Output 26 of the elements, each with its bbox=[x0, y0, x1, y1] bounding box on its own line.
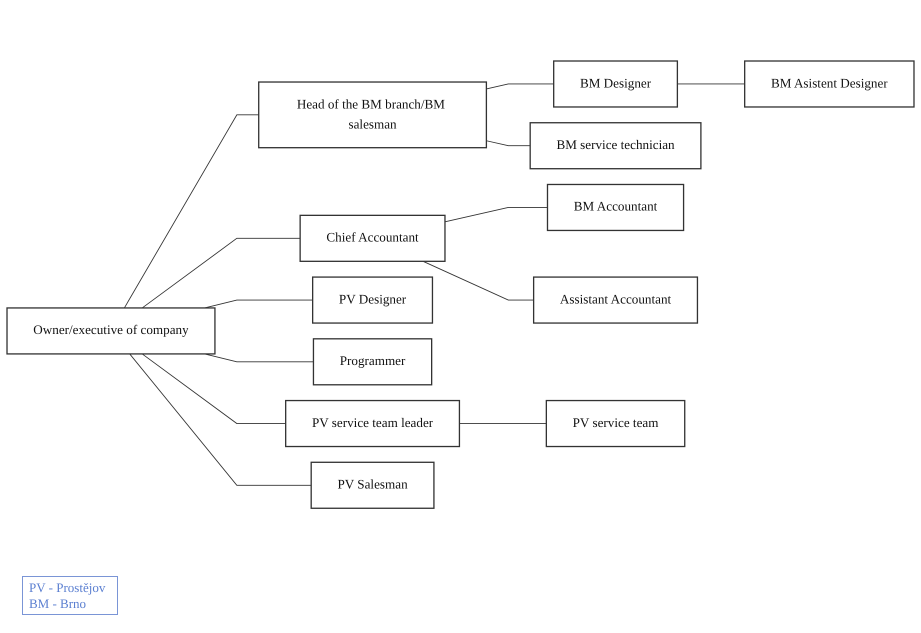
node-box: Assistant Accountant bbox=[532, 276, 698, 324]
node-box: PV service team leader bbox=[285, 400, 460, 448]
connector bbox=[204, 300, 314, 309]
abbreviation-note: PV - Prostějov bbox=[29, 580, 106, 596]
node-box: PV service team bbox=[546, 400, 686, 448]
node-box: Head of the BM branch/BM salesman bbox=[258, 82, 488, 149]
connector bbox=[124, 114, 260, 309]
connector bbox=[142, 238, 301, 309]
connector bbox=[486, 84, 554, 90]
connector bbox=[676, 84, 746, 85]
node-box: Owner/executive of company bbox=[6, 308, 216, 355]
node-box: BM Asistent Designer bbox=[744, 60, 915, 108]
connector bbox=[142, 354, 286, 424]
node-box: PV Salesman bbox=[310, 462, 435, 510]
node-box: BM service technician bbox=[530, 122, 702, 170]
connector bbox=[129, 354, 312, 486]
connector bbox=[444, 207, 548, 223]
abbreviation-note: BM - Brno bbox=[29, 596, 88, 612]
node-box: Programmer bbox=[312, 338, 432, 386]
node-box: PV Designer bbox=[312, 276, 434, 324]
connector bbox=[459, 423, 547, 424]
node-box: BM Accountant bbox=[546, 184, 684, 232]
node-box: BM Designer bbox=[553, 60, 678, 108]
connector bbox=[486, 140, 531, 147]
connector bbox=[422, 261, 534, 301]
node-box: Chief Accountant bbox=[299, 215, 446, 262]
